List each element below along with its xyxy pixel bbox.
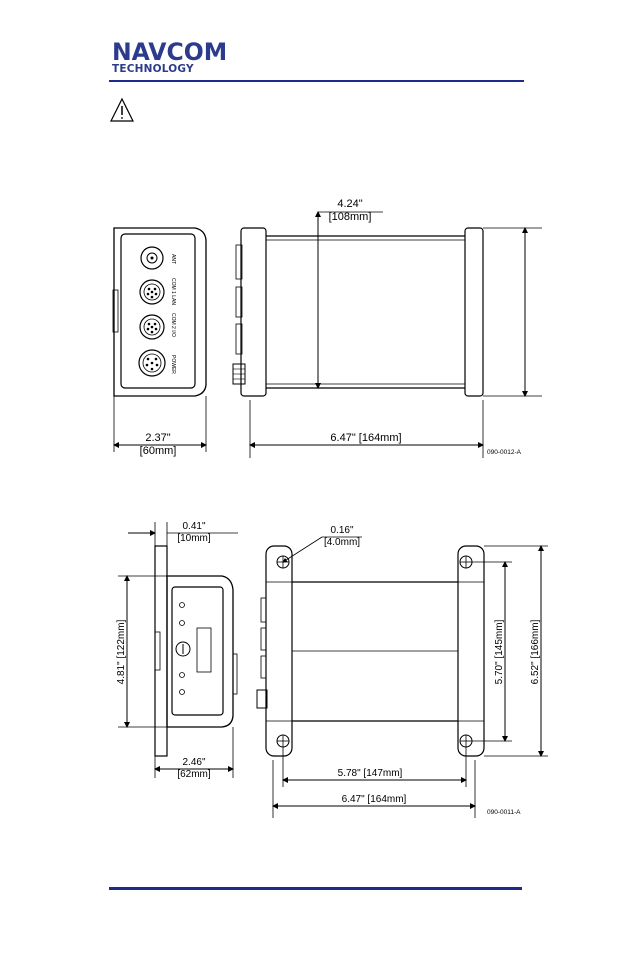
footer-rule: [109, 887, 522, 890]
navcom-logo: NAVCOM TECHNOLOGY: [112, 40, 232, 75]
connector-icon: [140, 246, 164, 270]
depth-dim-mm-text: [108mm]: [329, 211, 372, 223]
connector-icon: [139, 314, 165, 340]
header-rule: [109, 80, 524, 82]
screw-icon: [459, 734, 473, 748]
figure2-front-view: [154, 545, 238, 757]
port-label-power: POWER: [170, 355, 176, 374]
figure2-id: 090-0011-A: [487, 809, 521, 816]
height-dim-text: 4.81" [122mm]: [116, 619, 127, 684]
figure2-inner-length-dimension: 5.78" [147mm]: [282, 747, 467, 787]
figure2-inner-height-dimension: 5.70" [145mm]: [472, 561, 512, 742]
figure1-id: 090-0012-A: [487, 449, 522, 456]
figure1-width-dimension: 2.37" [60mm]: [113, 396, 207, 457]
width-dim-text: 2.37": [145, 432, 170, 444]
hole-dim-text: 0.16": [330, 525, 353, 536]
figure2-outer-height-dimension: 6.52" [166mm]: [484, 545, 548, 757]
inner-height-dim-text: 5.70" [145mm]: [494, 619, 505, 684]
connector-icon: [138, 349, 166, 377]
outer-height-dim-text: 6.52" [166mm]: [530, 619, 541, 684]
figure1-front-view: ANT COM 1 LAN COM 2 I/O POWER: [112, 227, 207, 397]
figure2-flange-dimension: 0.41" [10mm]: [128, 521, 238, 546]
figure1-length-dimension: 6.47" [164mm]: [249, 400, 484, 458]
figure2-width-dimension: 2.46" [62mm]: [154, 727, 234, 780]
figure1-depth-dimension: 4.24" [108mm]: [315, 198, 383, 389]
width-dim-mm-text: [60mm]: [140, 445, 177, 457]
port-label-com2: COM 2 I/O: [170, 313, 176, 337]
screw-icon: [276, 734, 290, 748]
flange-dim-text: 0.41": [182, 521, 205, 532]
depth-dim-text: 4.24": [337, 198, 362, 210]
figure1-side-view: [232, 227, 484, 397]
inner-length-dim-text: 5.78" [147mm]: [338, 768, 403, 779]
screw-icon: [175, 641, 191, 657]
figure2-outer-length-dimension: 6.47" [164mm]: [272, 760, 476, 818]
hole-dim-mm-text: [4.0mm]: [324, 537, 360, 548]
figure2-height-dimension: 4.81" [122mm]: [116, 575, 167, 728]
figure2-top-view: [256, 545, 485, 757]
connector-icon: [139, 279, 165, 305]
warning-icon: [110, 97, 134, 122]
port-label-com1: COM 1 LAN: [170, 278, 176, 305]
logo-line1: NAVCOM: [112, 38, 228, 66]
screw-icon: [459, 555, 473, 569]
width-dim-text: 2.46": [182, 757, 205, 768]
length-dim-text: 6.47" [164mm]: [330, 432, 401, 444]
width-dim-mm-text: [62mm]: [177, 769, 211, 780]
outer-length-dim-text: 6.47" [164mm]: [342, 794, 407, 805]
port-label-ant: ANT: [170, 254, 176, 264]
flange-dim-mm-text: [10mm]: [177, 533, 211, 544]
figure1-height-dimension: [483, 227, 542, 397]
figure2-hole-dimension: 0.16" [4.0mm]: [282, 525, 362, 563]
logo-line2: TECHNOLOGY: [112, 63, 194, 75]
